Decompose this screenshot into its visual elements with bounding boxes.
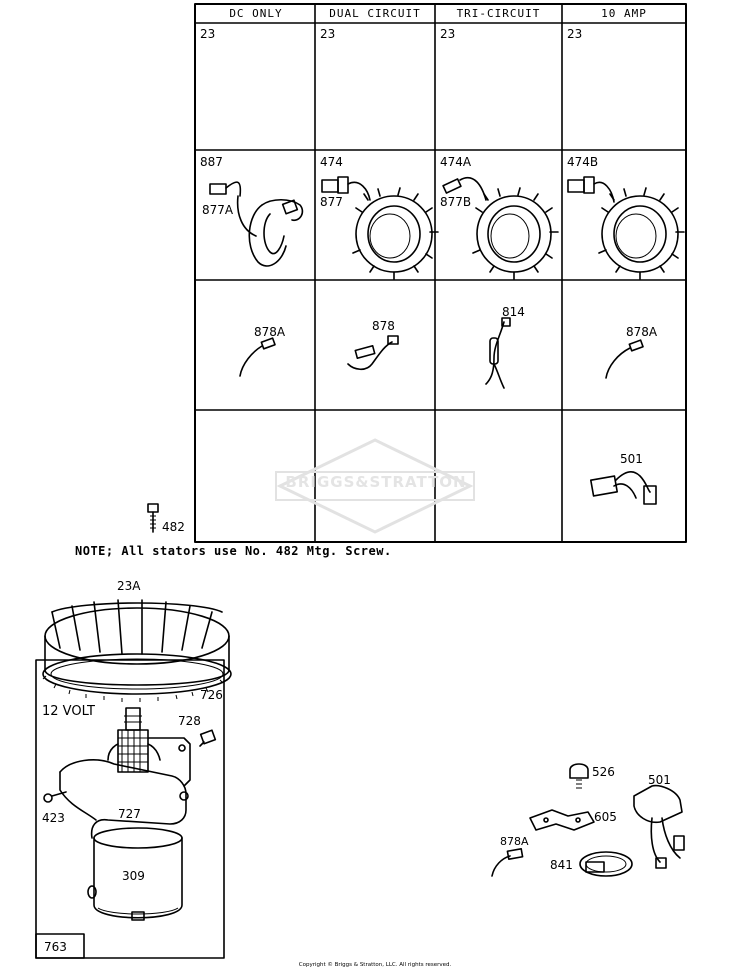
part-label-23A: 23A <box>117 579 141 593</box>
part-label-878A-lower: 878A <box>500 835 529 848</box>
starter-bracket-727 <box>59 737 191 839</box>
part-label-878: 878 <box>372 319 395 333</box>
lead-878A-10amp <box>605 339 644 379</box>
voltage-label: 12 VOLT <box>42 704 95 719</box>
stator-note: NOTE; All stators use No. 482 Mtg. Screw… <box>75 544 392 558</box>
stator-474B <box>567 176 685 280</box>
cap-526 <box>569 763 589 789</box>
part-label-878A: 878A <box>254 325 286 339</box>
harness-814 <box>485 317 511 389</box>
part-label-309: 309 <box>122 869 145 883</box>
part-label: 23 <box>440 27 456 41</box>
watermark-text: BRIGGS&STRATTON <box>285 473 467 491</box>
part-label-877B: 877B <box>440 195 472 209</box>
part-label-727: 727 <box>118 807 141 821</box>
part-label-526: 526 <box>592 765 615 779</box>
lead-878 <box>347 335 399 371</box>
part-label-877A: 877A <box>202 203 234 217</box>
stator-474A <box>442 176 559 280</box>
header-dc-only: DC ONLY <box>229 7 283 20</box>
flywheel-23A <box>44 599 230 686</box>
part-label-605: 605 <box>594 810 617 824</box>
stator-887 <box>209 181 304 267</box>
module-501 <box>633 784 685 869</box>
lead-878A-dc <box>239 337 276 377</box>
part-label-887: 887 <box>200 155 223 169</box>
part-label: 23 <box>200 27 216 41</box>
screw-482 <box>147 503 159 533</box>
part-label-878A: 878A <box>626 325 658 339</box>
part-label-501: 501 <box>620 452 643 466</box>
screw-728 <box>199 729 217 747</box>
part-label-841: 841 <box>550 858 573 872</box>
lead-878A-lower <box>491 848 524 877</box>
part-label: 23 <box>567 27 583 41</box>
part-label-482: 482 <box>162 520 185 534</box>
clip-605 <box>529 809 595 831</box>
header-dual-circuit: DUAL CIRCUIT <box>329 7 421 20</box>
starter-drive-gear <box>107 707 161 773</box>
ring-gear-726 <box>42 653 232 702</box>
starter-motor-309 <box>87 827 183 921</box>
part-label-501-lower: 501 <box>648 773 671 787</box>
stator-474 <box>321 176 439 280</box>
bolt-423 <box>43 791 67 803</box>
part-label-474B: 474B <box>567 155 599 169</box>
header-10-amp: 10 AMP <box>601 7 647 20</box>
clamp-841 <box>579 851 633 877</box>
module-501-table <box>589 471 657 505</box>
part-label-474A: 474A <box>440 155 472 169</box>
starter-kit-box-763 <box>35 659 225 959</box>
part-label-763: 763 <box>44 940 67 954</box>
part-label-814: 814 <box>502 305 525 319</box>
part-label-423: 423 <box>42 811 65 825</box>
part-label-474: 474 <box>320 155 343 169</box>
part-label-726: 726 <box>200 688 223 702</box>
stator-table-grid <box>194 3 687 543</box>
header-tri-circuit: TRI-CIRCUIT <box>456 7 541 20</box>
copyright-text: Copyright © Briggs & Stratton, LLC. All … <box>298 962 452 968</box>
part-label: 23 <box>320 27 336 41</box>
part-label-728: 728 <box>178 714 201 728</box>
watermark-logo <box>275 438 475 534</box>
part-label-877: 877 <box>320 195 343 209</box>
